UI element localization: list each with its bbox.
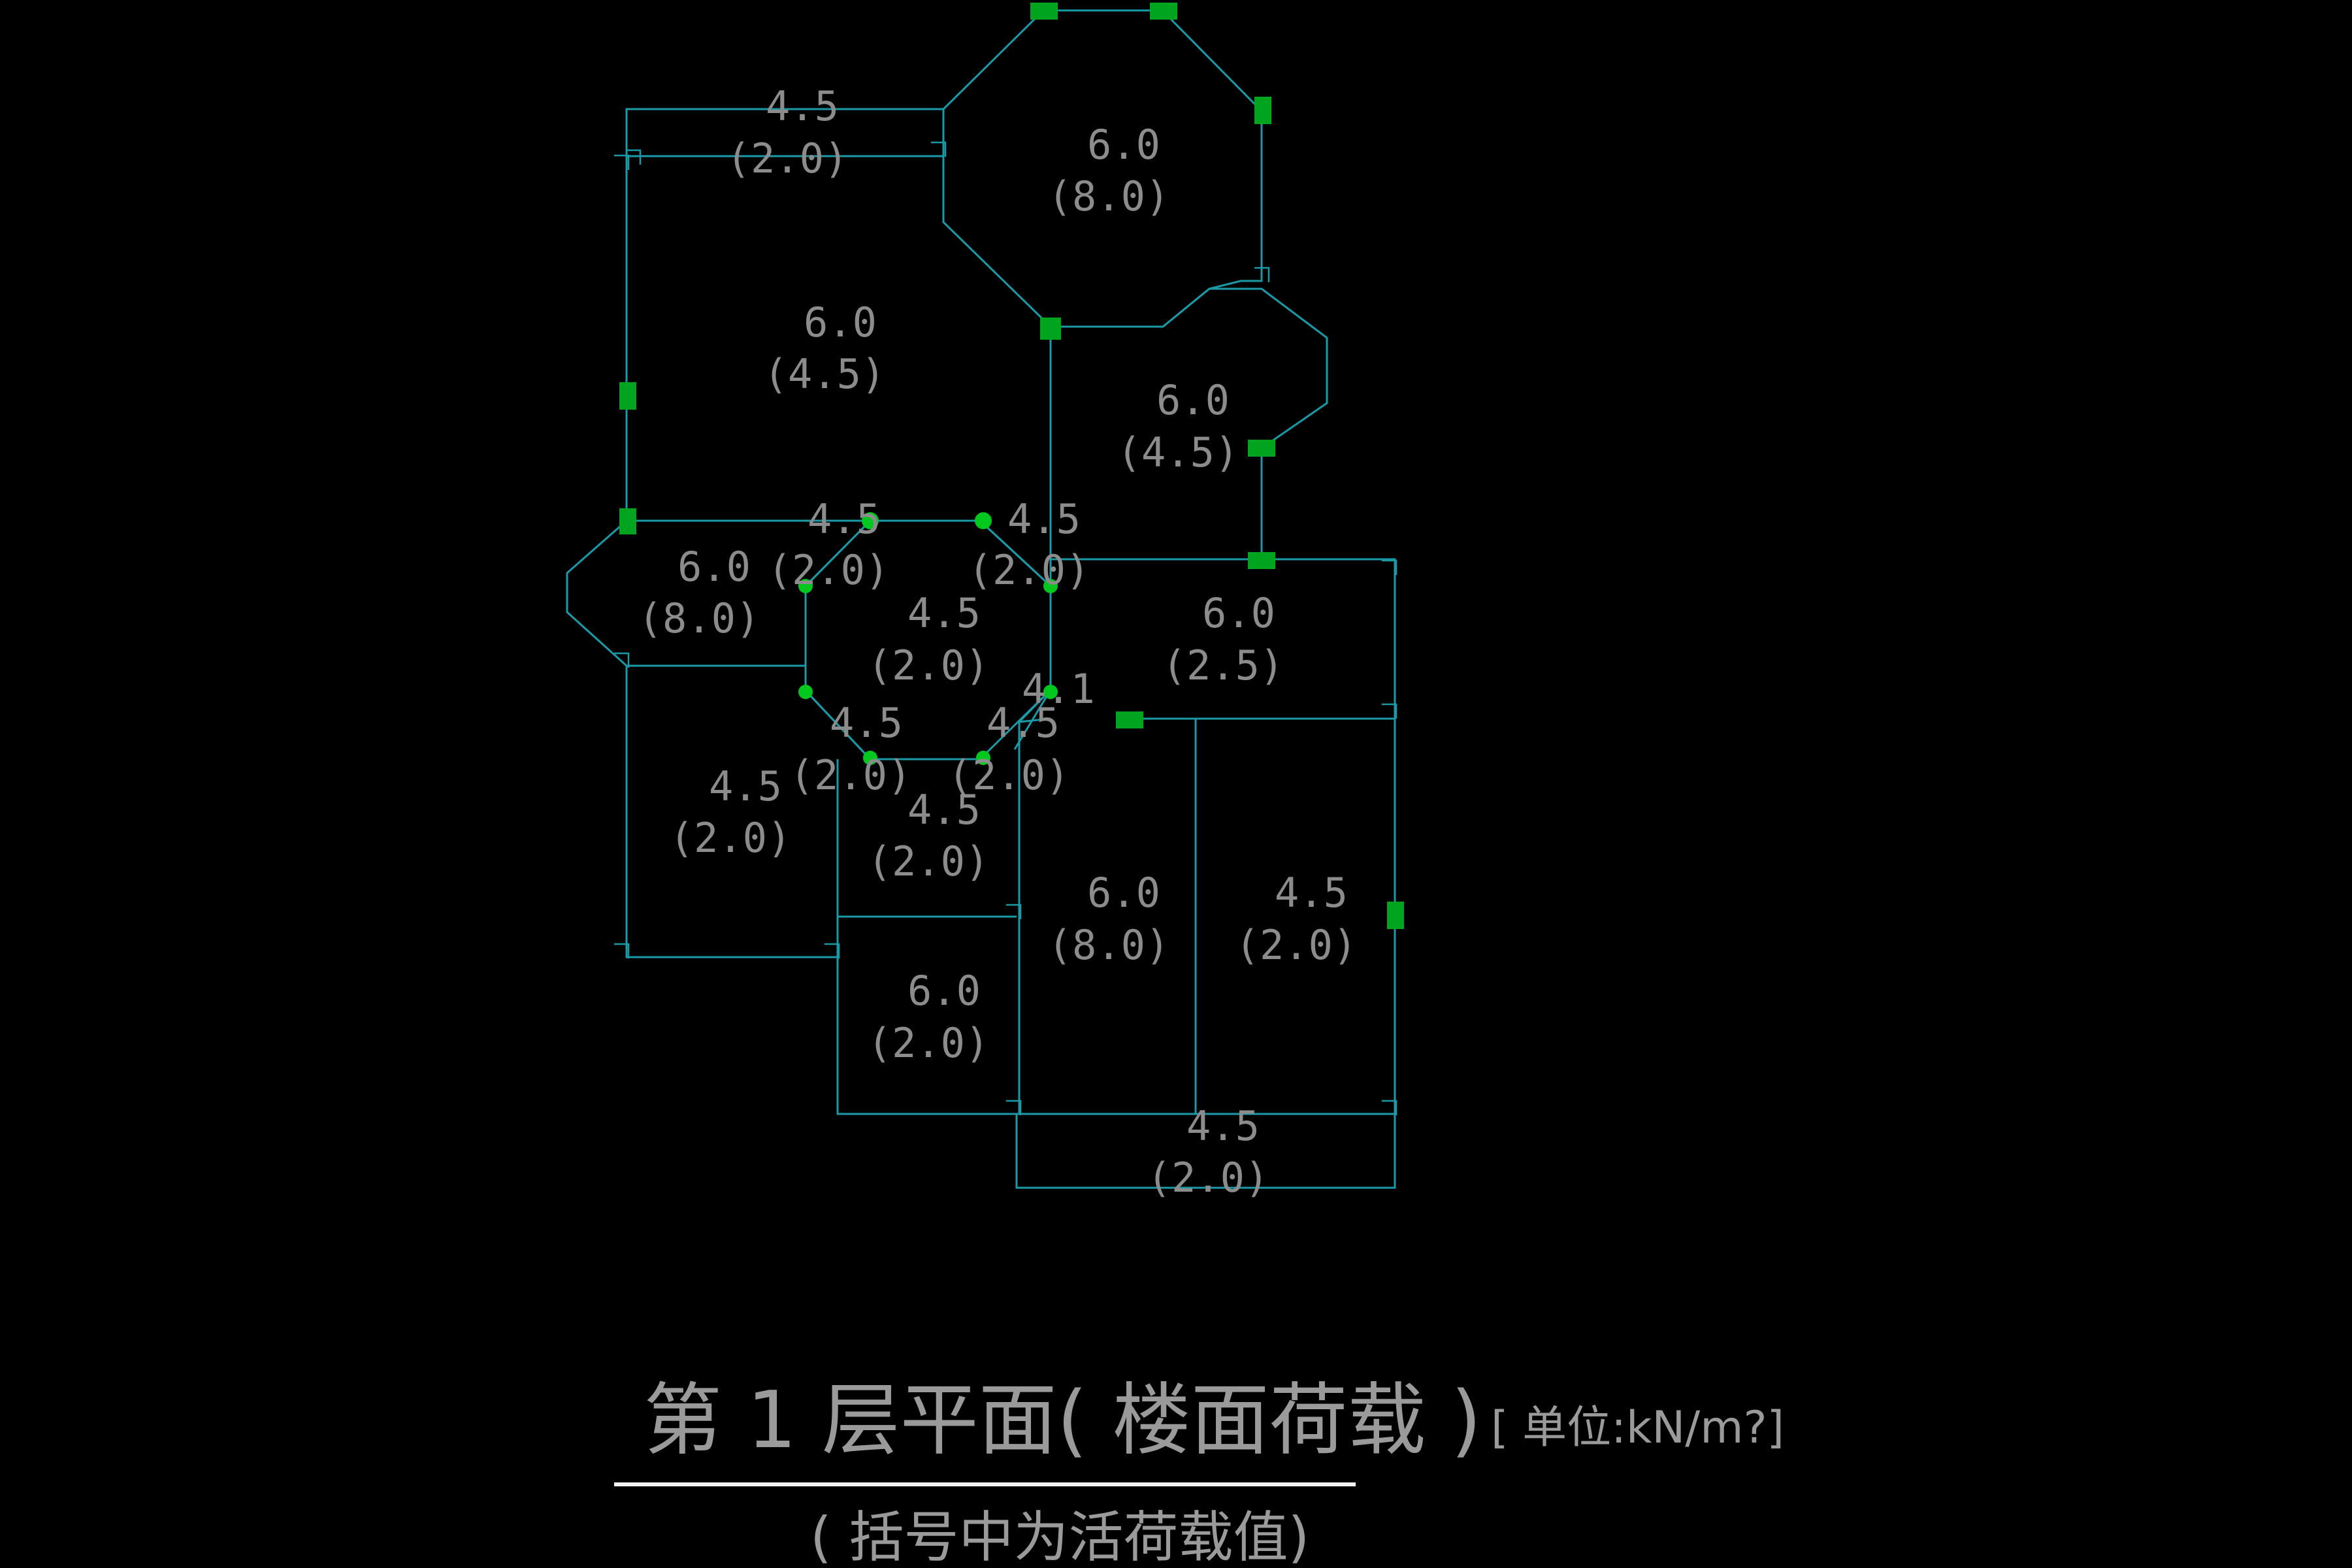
dead-load-label: 4.5	[830, 699, 903, 747]
live-load-label: (4.5)	[1117, 429, 1239, 476]
column	[619, 382, 636, 410]
dead-load-label: 6.0	[907, 967, 981, 1015]
corner-marks	[614, 141, 1397, 1115]
dead-load-label: 4.1	[1022, 665, 1095, 713]
dead-load-label: 6.0	[1087, 869, 1160, 917]
live-load-label: (8.0)	[638, 595, 760, 642]
live-load-label: (2.0)	[1235, 921, 1358, 969]
live-load-label: (2.0)	[768, 546, 890, 594]
wall	[804, 519, 872, 587]
wall	[979, 519, 1052, 587]
wall	[1162, 287, 1328, 559]
dead-load-label: 4.5	[987, 699, 1060, 747]
live-load-label: (2.5)	[1162, 642, 1284, 689]
dead-load-label: 4.5	[1275, 869, 1348, 917]
live-load-label: (2.0)	[968, 546, 1090, 594]
wall-outlines	[566, 9, 1396, 1189]
room-load-labels: 4.5 (2.0) 6.0 (8.0) 6.0 (4.5) 6.0 (4.5) …	[638, 82, 1358, 1201]
column	[1254, 97, 1271, 124]
dead-load-label: 6.0	[1202, 589, 1275, 637]
live-load-label: (2.0)	[790, 751, 912, 799]
wall	[625, 108, 943, 156]
unit-label: [ 单位:kN/m?]	[1491, 1402, 1784, 1454]
live-load-label: (8.0)	[1048, 921, 1170, 969]
column	[798, 685, 813, 699]
wall	[804, 689, 872, 760]
wall	[566, 519, 806, 667]
dead-load-label: 4.5	[1007, 495, 1081, 543]
dead-load-label: 6.0	[804, 299, 877, 346]
drawing-title: 第 1 层平面( 楼面荷载 )	[644, 1375, 1482, 1466]
wall	[1019, 717, 1051, 723]
column	[1030, 3, 1058, 20]
column	[1150, 3, 1177, 20]
drawing-subtitle: ( 括号中为活荷载值)	[810, 1505, 1309, 1568]
column	[1040, 318, 1061, 340]
wall	[1051, 558, 1396, 720]
live-load-label: (4.5)	[764, 350, 886, 398]
dead-load-label: 6.0	[1087, 121, 1160, 169]
dead-load-label: 6.0	[1156, 376, 1230, 424]
drawing-title-block: 第 1 层平面( 楼面荷载 ) [ 单位:kN/m?] ( 括号中为活荷载值)	[614, 1375, 1784, 1568]
column	[862, 512, 879, 529]
wall	[1015, 1114, 1396, 1189]
column	[1043, 685, 1058, 699]
live-load-label: (2.0)	[868, 838, 990, 885]
column	[798, 579, 813, 593]
dead-load-label: 4.5	[907, 786, 981, 834]
corner-mark	[614, 141, 1397, 1115]
column	[863, 751, 877, 765]
dead-load-label: 4.5	[808, 495, 881, 543]
dead-load-label: 4.5	[709, 762, 782, 810]
column	[1116, 711, 1143, 728]
dead-load-label: 4.5	[1186, 1102, 1260, 1150]
dead-load-label: 4.5	[907, 589, 981, 637]
column	[619, 508, 636, 534]
live-load-label: (2.0)	[670, 814, 792, 862]
wall	[942, 9, 1263, 328]
column	[1248, 440, 1275, 457]
live-load-label: (2.0)	[868, 642, 990, 689]
structural-columns	[619, 3, 1404, 929]
live-load-label: (2.0)	[1147, 1154, 1269, 1201]
column	[1248, 552, 1275, 569]
column	[975, 512, 992, 529]
column	[1043, 579, 1058, 593]
live-load-label: (2.0)	[727, 135, 849, 182]
dead-load-label: 4.5	[766, 82, 839, 130]
title-underline	[614, 1482, 1356, 1486]
wall	[625, 666, 839, 958]
dead-load-label: 6.0	[678, 543, 751, 591]
column	[976, 751, 990, 765]
live-load-label: (2.0)	[948, 751, 1070, 799]
live-load-label: (2.0)	[868, 1019, 990, 1067]
live-load-label: (8.0)	[1048, 172, 1170, 220]
column	[1387, 902, 1404, 929]
